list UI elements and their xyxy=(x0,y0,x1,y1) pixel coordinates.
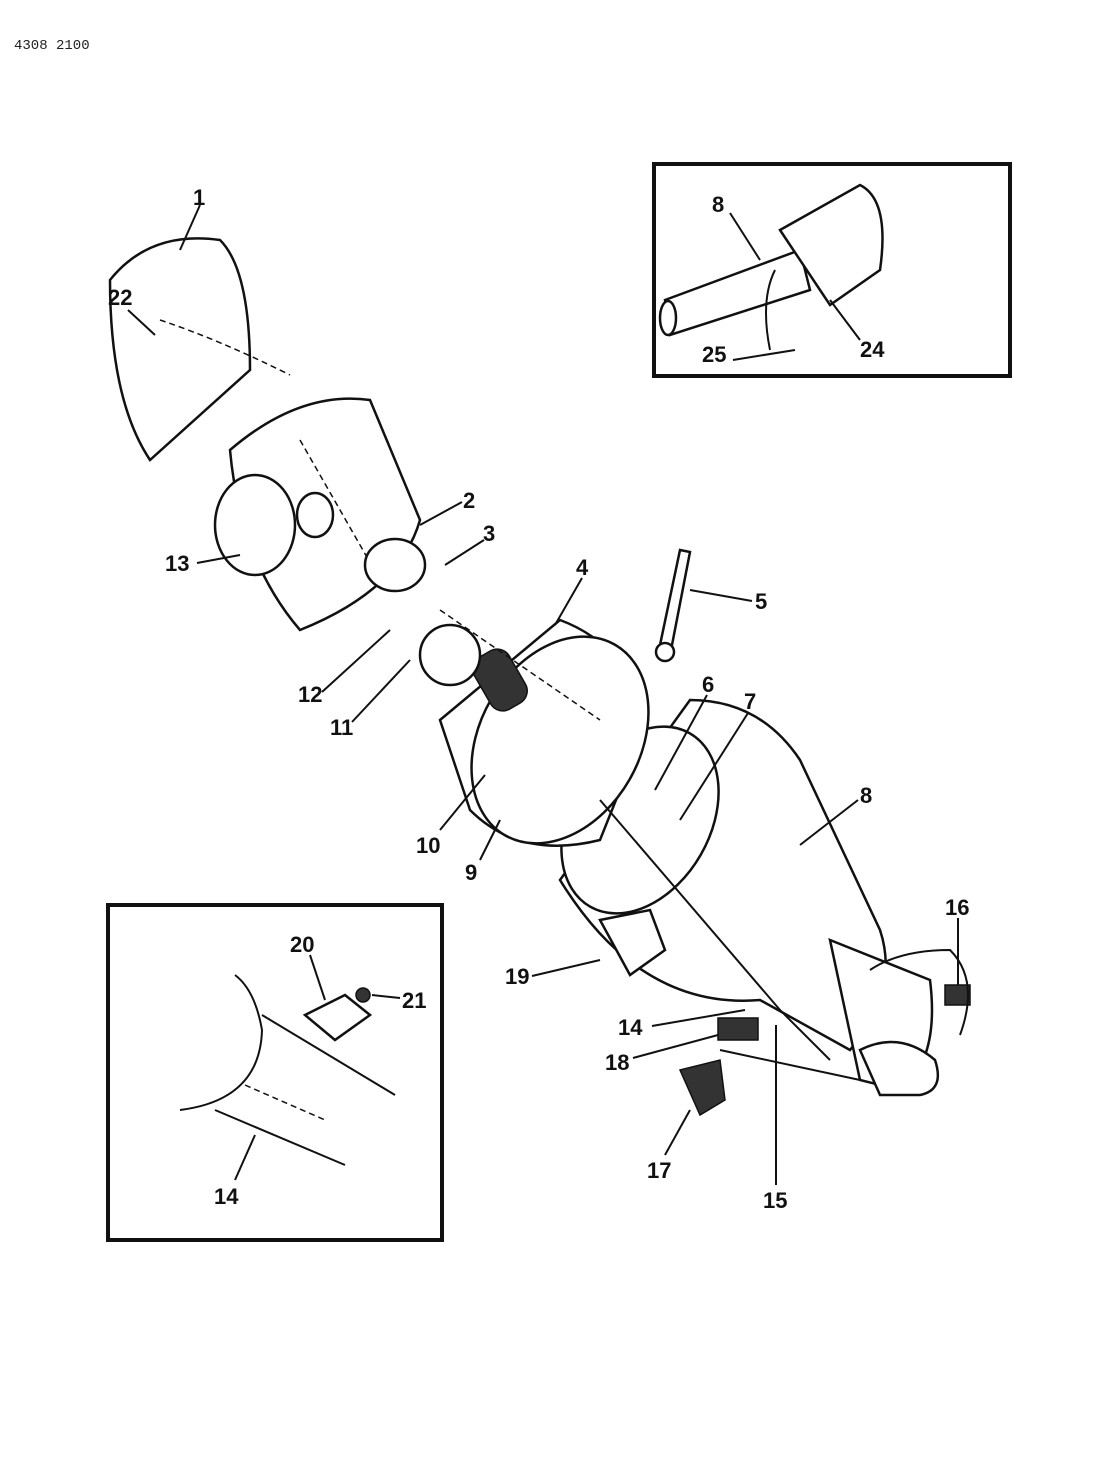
callout-2: 2 xyxy=(463,488,475,513)
inset-top-callout-25: 25 xyxy=(702,342,726,367)
callout-5: 5 xyxy=(755,589,767,614)
callout-15: 15 xyxy=(763,1188,787,1213)
callout-8: 8 xyxy=(860,783,872,808)
inset-top-right: 8 25 24 xyxy=(652,162,1012,378)
inset-bottom-callout-14: 14 xyxy=(214,1184,239,1209)
lock-housing xyxy=(438,618,650,847)
inset-bottom-callout-20: 20 xyxy=(290,932,314,957)
callout-19: 19 xyxy=(505,964,529,989)
inset-top-callout-8: 8 xyxy=(712,192,724,217)
callout-10: 10 xyxy=(416,833,440,858)
callout-22: 22 xyxy=(108,285,132,310)
column-housing xyxy=(558,698,940,1097)
retainer-plate xyxy=(363,537,482,687)
inset-top-callout-24: 24 xyxy=(860,337,885,362)
shroud-lower xyxy=(213,397,422,632)
inset-bottom-callout-21: 21 xyxy=(402,988,426,1013)
callout-11: 11 xyxy=(330,715,353,740)
callout-7: 7 xyxy=(744,689,756,714)
callout-1: 1 xyxy=(193,185,205,210)
callout-18: 18 xyxy=(605,1050,629,1075)
callout-13: 13 xyxy=(165,551,189,576)
callout-labels: 1 22 2 3 13 4 5 12 11 6 7 8 10 9 16 19 1… xyxy=(108,185,969,1213)
callout-12: 12 xyxy=(298,682,322,707)
callout-14: 14 xyxy=(618,1015,643,1040)
callout-6: 6 xyxy=(702,672,714,697)
inset-bottom-left: 20 21 14 xyxy=(106,903,444,1242)
callout-4: 4 xyxy=(576,555,589,580)
lever-arm xyxy=(654,548,692,663)
callout-16: 16 xyxy=(945,895,969,920)
callout-17: 17 xyxy=(647,1158,671,1183)
leader-lines xyxy=(127,204,959,1185)
callout-9: 9 xyxy=(465,860,477,885)
document-number: 4308 2100 xyxy=(14,38,90,54)
callout-3: 3 xyxy=(483,521,495,546)
wiring-harness xyxy=(599,799,971,1117)
switch-bracket xyxy=(598,908,667,977)
